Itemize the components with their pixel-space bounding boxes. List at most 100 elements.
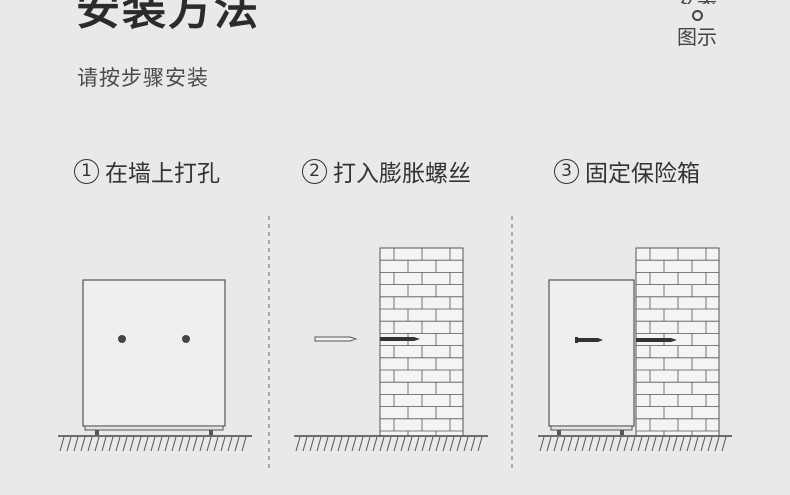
- panel-1-drill-holes: [58, 279, 252, 452]
- anchored-bolt-icon: [636, 338, 677, 342]
- hatch-mark: [323, 436, 329, 452]
- hatch-mark: [101, 436, 107, 452]
- hatch-mark: [435, 436, 441, 452]
- hatch-mark: [185, 436, 191, 452]
- hatch-mark: [421, 436, 427, 452]
- hatch-mark: [150, 436, 156, 452]
- hatch-mark: [192, 436, 198, 452]
- hatch-mark: [714, 436, 720, 452]
- safe-foot: [209, 430, 213, 435]
- hatch-mark: [330, 436, 336, 452]
- safe-base: [84, 425, 224, 431]
- ground-hatch: [538, 435, 732, 452]
- hatch-mark: [700, 436, 706, 452]
- hatch-mark: [199, 436, 205, 452]
- hatch-mark: [574, 436, 580, 452]
- hatch-mark: [365, 436, 371, 452]
- hatch-mark: [337, 436, 343, 452]
- expansion-screw-icon: [314, 336, 358, 342]
- hatch-mark: [658, 436, 664, 452]
- hatch-mark: [414, 436, 420, 452]
- step-label: 打入膨胀螺丝: [333, 161, 471, 187]
- step-number-badge: 1: [74, 158, 99, 184]
- hatch-mark: [560, 436, 566, 452]
- hatch-mark: [679, 436, 685, 452]
- hatch-mark: [241, 436, 247, 452]
- side-tag-top: 安装: [668, 0, 726, 4]
- hatch-mark: [80, 436, 86, 452]
- hatch-mark: [721, 436, 727, 452]
- drill-hole-icon: [182, 335, 190, 343]
- hatch-mark: [539, 436, 545, 452]
- hatch-mark: [449, 436, 455, 452]
- hatch-mark: [386, 436, 392, 452]
- hatch-mark: [407, 436, 413, 452]
- step-number-badge: 3: [554, 158, 579, 184]
- side-tag-dot-icon: [691, 10, 703, 21]
- hatch-mark: [609, 436, 615, 452]
- hatch-mark: [309, 436, 315, 452]
- hatch-mark: [136, 436, 142, 452]
- hatch-mark: [428, 436, 434, 452]
- step-label: 固定保险箱: [585, 161, 700, 187]
- hatch-mark: [73, 436, 79, 452]
- inserted-anchor-icon: [380, 337, 420, 341]
- hatch-mark: [477, 436, 483, 452]
- hatch-mark: [567, 436, 573, 452]
- step-3-heading: 3 固定保险箱: [554, 154, 700, 188]
- hatch-mark: [595, 436, 601, 452]
- hatch-mark: [358, 436, 364, 452]
- hatch-mark: [379, 436, 385, 452]
- step-1-heading: 1 在墙上打孔: [74, 154, 220, 188]
- hatch-mark: [546, 436, 552, 452]
- hatch-mark: [442, 436, 448, 452]
- hatch-mark: [393, 436, 399, 452]
- hatch-mark: [351, 436, 357, 452]
- hatch-mark: [588, 436, 594, 452]
- hatch-mark: [630, 436, 636, 452]
- hatch-mark: [400, 436, 406, 452]
- hatch-mark: [122, 436, 128, 452]
- hatch-mark: [581, 436, 587, 452]
- hatch-mark: [302, 436, 308, 452]
- step-2-heading: 2 打入膨胀螺丝: [302, 154, 471, 188]
- hatch-mark: [623, 436, 629, 452]
- hatch-mark: [651, 436, 657, 452]
- hatch-mark: [108, 436, 114, 452]
- hatch-mark: [87, 436, 93, 452]
- safe-back-panel: [82, 279, 226, 427]
- hatch-mark: [115, 436, 121, 452]
- hatch-mark: [94, 436, 100, 452]
- hatch-mark: [227, 436, 233, 452]
- hatch-mark: [672, 436, 678, 452]
- ground-hatch: [294, 435, 488, 452]
- safe-base: [550, 425, 633, 431]
- hatch-mark: [157, 436, 163, 452]
- side-tag: 安装 图示: [668, 0, 726, 49]
- hatch-mark: [463, 436, 469, 452]
- bolt-head-icon: [575, 337, 578, 343]
- safe-foot: [620, 430, 624, 435]
- step-label: 在墙上打孔: [105, 161, 220, 187]
- hatch-mark: [316, 436, 322, 452]
- hatch-mark: [470, 436, 476, 452]
- panel-3-fix-safe: [538, 247, 732, 452]
- hatch-mark: [372, 436, 378, 452]
- hatch-mark: [66, 436, 72, 452]
- hatch-mark: [220, 436, 226, 452]
- hatch-mark: [707, 436, 713, 452]
- safe-foot: [95, 430, 99, 435]
- page-subtitle: 请按步骤安装: [77, 66, 209, 90]
- hatch-mark: [644, 436, 650, 452]
- hatch-mark: [213, 436, 219, 452]
- side-tag-bottom: 图示: [677, 25, 717, 49]
- hatch-mark: [234, 436, 240, 452]
- hatch-mark: [344, 436, 350, 452]
- hatch-mark: [693, 436, 699, 452]
- hatch-mark: [59, 436, 65, 452]
- hatch-mark: [637, 436, 643, 452]
- panel-2-expansion-screw: [294, 247, 488, 452]
- safe-foot: [557, 430, 561, 435]
- bolt-shaft-icon: [578, 338, 603, 342]
